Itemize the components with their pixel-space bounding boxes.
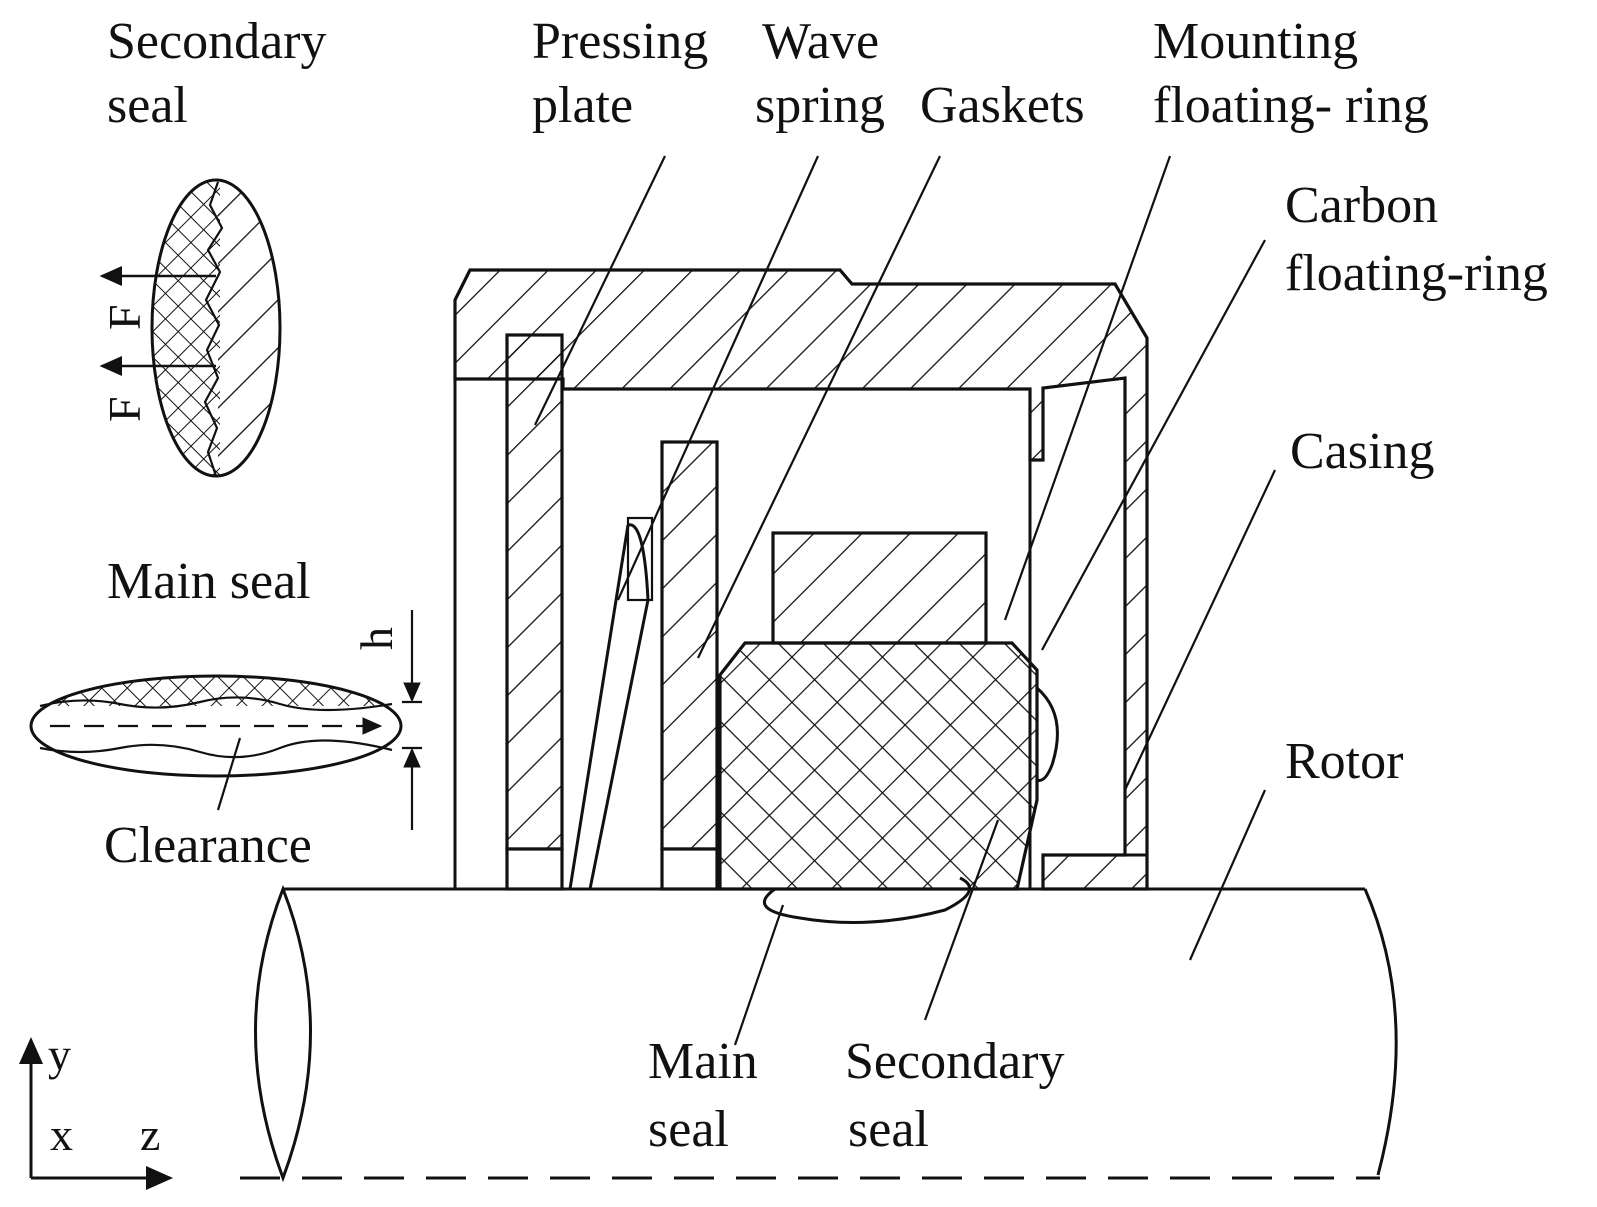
label-clearance: Clearance xyxy=(104,817,312,874)
label-mounting-floating-ring-line1: Mounting xyxy=(1153,13,1358,70)
label-secondary-seal-top: Secondary seal xyxy=(107,13,326,134)
label-gaskets: Gaskets xyxy=(920,77,1085,134)
main-seal-contact xyxy=(762,876,972,924)
symbol-force-upper: F xyxy=(99,304,150,330)
secondary-seal-contact xyxy=(1036,686,1059,782)
gaskets xyxy=(660,440,719,891)
axis-label-x: x xyxy=(50,1109,73,1160)
label-wave-spring-line1: Wave xyxy=(762,13,879,70)
pressing-plate xyxy=(505,333,564,891)
label-wave-spring: Wave spring xyxy=(755,13,885,134)
label-secondary-seal-bottom-line2: seal xyxy=(848,1101,929,1158)
symbol-film-thickness: h xyxy=(351,627,402,650)
coordinate-axes xyxy=(19,1037,173,1190)
label-carbon-floating-ring: Carbon floating-ring xyxy=(1285,177,1548,302)
label-pressing-plate-line2: plate xyxy=(532,77,633,134)
carbon-floating-ring xyxy=(718,641,1039,891)
label-secondary-seal-top-line1: Secondary xyxy=(107,13,326,70)
axis-label-y: y xyxy=(48,1029,71,1080)
axis-label-z: z xyxy=(140,1109,160,1160)
mounting-floating-ring xyxy=(771,531,988,645)
label-pressing-plate: Pressing plate xyxy=(532,13,708,134)
label-secondary-seal-bottom-line1: Secondary xyxy=(845,1033,1064,1090)
label-main-seal-bottom: Main seal xyxy=(648,1033,758,1158)
rotor xyxy=(240,884,1398,1183)
label-secondary-seal-top-line2: seal xyxy=(107,77,188,134)
label-rotor: Rotor xyxy=(1285,733,1403,790)
label-carbon-floating-ring-line2: floating-ring xyxy=(1285,245,1548,302)
label-casing: Casing xyxy=(1290,423,1434,480)
wave-spring xyxy=(568,516,654,890)
label-main-seal-bottom-line1: Main xyxy=(648,1033,758,1090)
leader-lines xyxy=(216,155,1276,1046)
label-main-seal-left: Main seal xyxy=(107,553,311,610)
label-pressing-plate-line1: Pressing xyxy=(532,13,708,70)
label-carbon-floating-ring-line1: Carbon xyxy=(1285,177,1438,234)
label-mounting-floating-ring-line2: floating- ring xyxy=(1153,77,1429,134)
label-mounting-floating-ring: Mounting floating- ring xyxy=(1153,13,1429,134)
label-secondary-seal-bottom: Secondary seal xyxy=(845,1033,1064,1158)
symbol-force-lower: F xyxy=(99,396,150,422)
label-main-seal-bottom-line2: seal xyxy=(648,1101,729,1158)
label-wave-spring-line2: spring xyxy=(755,77,885,134)
